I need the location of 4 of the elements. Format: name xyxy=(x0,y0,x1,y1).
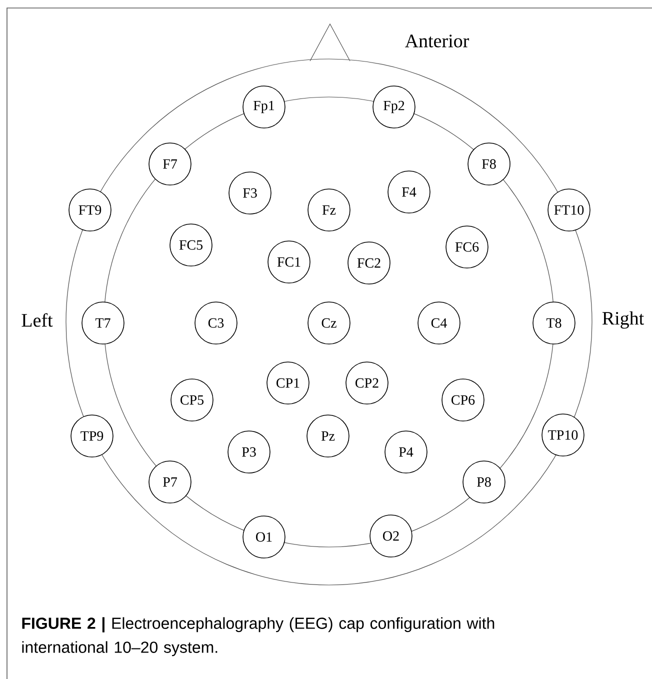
direction-label: Left xyxy=(22,313,53,327)
direction-label: Right xyxy=(602,311,644,329)
direction-label: Anterior xyxy=(405,34,470,48)
figure-caption: FIGURE 2 | Electroencephalography (EEG) cap configuration with international 10–20 system. xyxy=(22,617,494,656)
